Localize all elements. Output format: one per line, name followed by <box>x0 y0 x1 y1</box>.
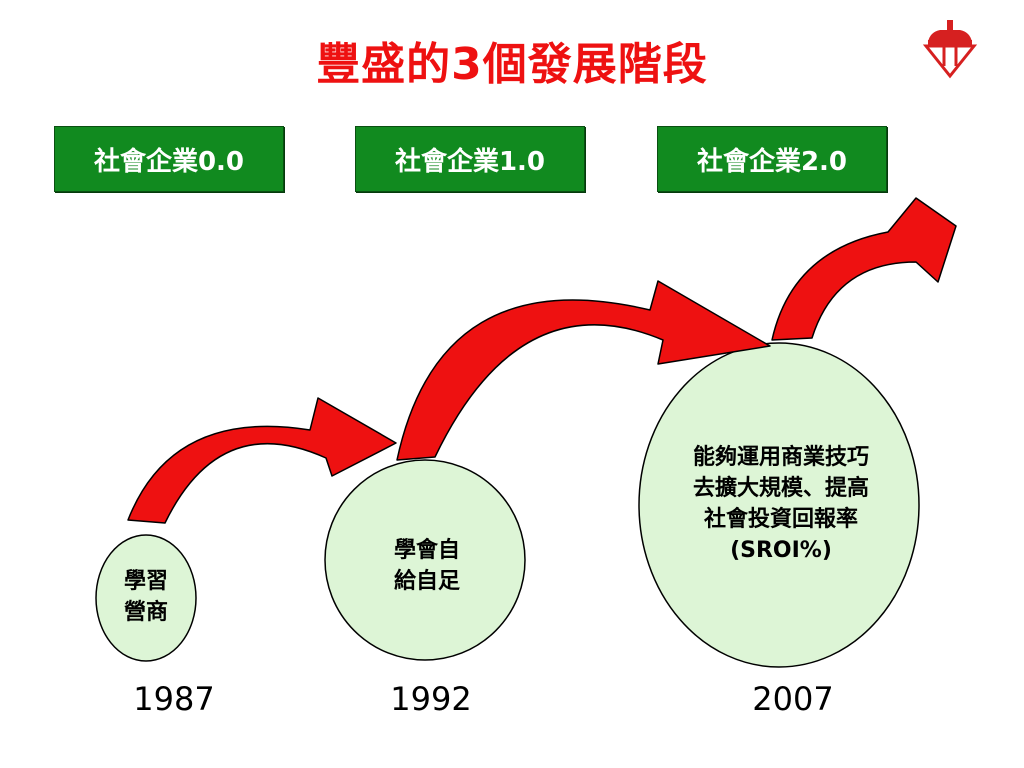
circle-2-line-4: (SROI%) <box>730 538 832 563</box>
circle-1-line-1: 學會自 <box>393 538 460 563</box>
circle-2-line-3: 社會投資回報率 <box>703 507 858 532</box>
stage-circle-0 <box>95 534 197 662</box>
circle-text-2: 能夠運用商業技巧 去擴大規模、提高 社會投資回報率 (SROI%) <box>656 442 906 566</box>
circle-text-1: 學會自 給自足 <box>352 535 502 597</box>
circle-text-0: 學習 營商 <box>107 566 185 628</box>
stage-circle-2 <box>638 342 920 668</box>
cross-logo-icon <box>922 20 978 79</box>
circle-2-line-1: 能夠運用商業技巧 <box>692 445 869 470</box>
circle-1-line-2: 給自足 <box>393 569 460 594</box>
growth-arrow-2 <box>396 280 771 461</box>
growth-arrow-1 <box>127 397 397 524</box>
stage-box-0: 社會企業0.0 <box>54 126 284 192</box>
growth-arrow-3 <box>771 197 957 341</box>
stage-box-1: 社會企業1.0 <box>355 126 585 192</box>
circle-0-line-1: 學習 <box>123 569 168 594</box>
year-label-2: 2007 <box>752 680 834 718</box>
page-title: 豐盛的3個發展階段 <box>316 39 708 90</box>
circle-2-line-2: 去擴大規模、提高 <box>692 476 869 501</box>
stage-box-2: 社會企業2.0 <box>657 126 887 192</box>
year-label-0: 1987 <box>133 680 215 718</box>
year-label-1: 1992 <box>390 680 472 718</box>
stage-circle-1 <box>324 459 526 661</box>
circle-0-line-2: 營商 <box>123 600 168 625</box>
